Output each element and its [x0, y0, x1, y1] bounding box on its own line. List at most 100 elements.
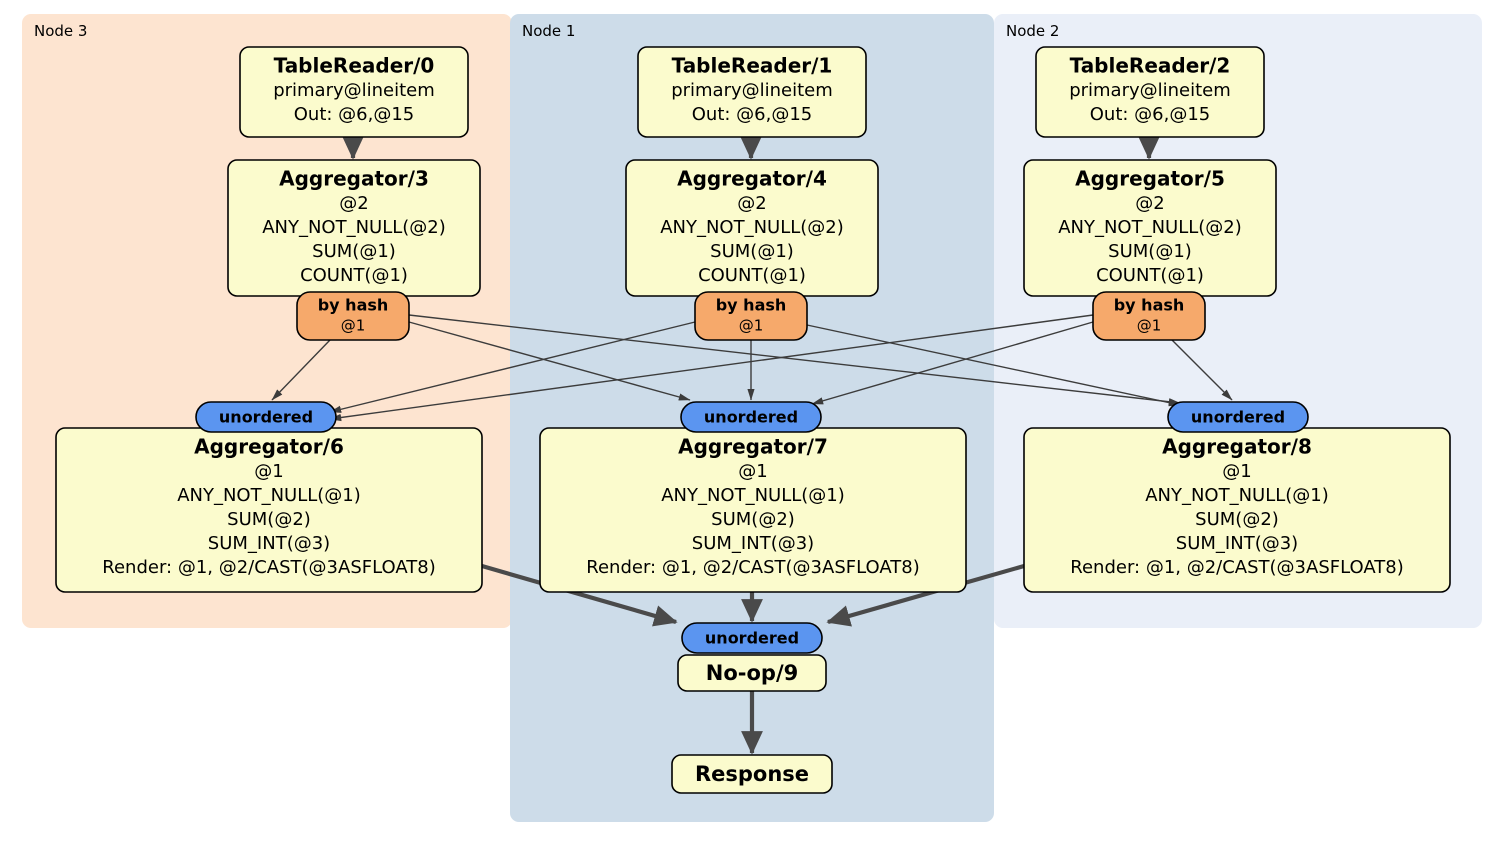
- synchronizer-unordered9[interactable]: unordered: [681, 622, 823, 654]
- hash-router-label: by hash: [318, 296, 389, 315]
- box-line-3: COUNT(@1): [1096, 265, 1204, 286]
- box-line-2: SUM(@1): [312, 241, 396, 262]
- box-line-1: Out: @6,@15: [294, 104, 415, 125]
- box-line-4: Render: @1, @2/CAST(@3ASFLOAT8): [586, 557, 919, 578]
- hash-router-sublabel: @1: [739, 317, 764, 335]
- unordered-synchronizers: unordered unordered unordered unordered: [195, 401, 1309, 654]
- box-title: No-op/9: [706, 661, 798, 685]
- hash-router-label: by hash: [716, 296, 787, 315]
- synchronizer-label: unordered: [1191, 408, 1285, 427]
- box-line-2: SUM(@1): [710, 241, 794, 262]
- hash-router-label: by hash: [1114, 296, 1185, 315]
- hash-router-frame: [694, 291, 808, 341]
- edge-aggregator8-to-unordered9: [826, 563, 1025, 627]
- box-line-1: ANY_NOT_NULL(@2): [660, 217, 844, 238]
- box-line-1: Out: @6,@15: [1090, 104, 1211, 125]
- synchronizer-label: unordered: [219, 408, 313, 427]
- box-title: Aggregator/5: [1075, 167, 1225, 191]
- box-line-3: SUM_INT(@3): [208, 533, 330, 554]
- box-line-1: ANY_NOT_NULL(@2): [262, 217, 446, 238]
- edge-byhash5-to-unordered7: [811, 321, 1094, 405]
- box-line-2: SUM(@1): [1108, 241, 1192, 262]
- hash-routers: by hash @1 by hash @1 by hash @1: [296, 291, 1206, 341]
- box-frame: [671, 754, 833, 794]
- edge-byhash4-to-unordered8: [806, 324, 1181, 407]
- hash-router-byhash4[interactable]: by hash @1: [694, 291, 808, 341]
- box-line-4: Render: @1, @2/CAST(@3ASFLOAT8): [1070, 557, 1403, 578]
- box-noop9[interactable]: No-op/9: [677, 654, 827, 692]
- box-line-3: SUM_INT(@3): [1176, 533, 1298, 554]
- box-line-2: SUM(@2): [1195, 509, 1279, 530]
- box-line-0: primary@lineitem: [273, 80, 435, 101]
- synchronizer-unordered7[interactable]: unordered: [680, 401, 822, 433]
- edge-byhash3-to-unordered7: [408, 321, 691, 401]
- box-title: Response: [695, 762, 809, 786]
- box-line-1: Out: @6,@15: [692, 104, 813, 125]
- edge-byhash3-to-unordered8: [408, 314, 1181, 406]
- box-line-0: primary@lineitem: [671, 80, 833, 101]
- box-frame: [637, 46, 867, 138]
- synchronizer-frame: [1167, 401, 1309, 433]
- box-title: Aggregator/3: [279, 167, 429, 191]
- box-title: TableReader/0: [274, 54, 435, 78]
- panel-label: Node 1: [522, 22, 575, 40]
- box-line-3: SUM_INT(@3): [692, 533, 814, 554]
- box-title: TableReader/2: [1070, 54, 1231, 78]
- synchronizer-label: unordered: [705, 629, 799, 648]
- box-frame: [239, 46, 469, 138]
- synchronizer-frame: [680, 401, 822, 433]
- edge-byhash5-to-unordered6: [329, 314, 1094, 422]
- hash-router-sublabel: @1: [1137, 317, 1162, 335]
- box-frame: [677, 654, 827, 692]
- synchronizer-frame: [195, 401, 337, 433]
- box-line-0: @1: [1222, 461, 1251, 482]
- edge-byhash3-to-unordered6: [271, 339, 331, 401]
- hash-router-frame: [1092, 291, 1206, 341]
- synchronizer-frame: [681, 622, 823, 654]
- box-line-0: primary@lineitem: [1069, 80, 1231, 101]
- box-title: TableReader/1: [672, 54, 833, 78]
- hash-router-byhash5[interactable]: by hash @1: [1092, 291, 1206, 341]
- box-aggregator8[interactable]: Aggregator/8@1ANY_NOT_NULL(@1)SUM(@2)SUM…: [1023, 427, 1451, 593]
- box-frame: [1035, 46, 1265, 138]
- box-line-1: ANY_NOT_NULL(@1): [177, 485, 361, 506]
- hash-router-sublabel: @1: [341, 317, 366, 335]
- box-line-2: SUM(@2): [227, 509, 311, 530]
- edges: [271, 136, 1233, 755]
- box-line-1: ANY_NOT_NULL(@2): [1058, 217, 1242, 238]
- hash-router-byhash3[interactable]: by hash @1: [296, 291, 410, 341]
- box-line-0: @1: [254, 461, 283, 482]
- box-line-3: COUNT(@1): [300, 265, 408, 286]
- edge-byhash4-to-unordered6: [329, 321, 696, 413]
- box-response[interactable]: Response: [671, 754, 833, 794]
- box-line-4: Render: @1, @2/CAST(@3ASFLOAT8): [102, 557, 435, 578]
- box-line-2: SUM(@2): [711, 509, 795, 530]
- edge-byhash5-to-unordered8: [1171, 339, 1233, 401]
- box-line-3: COUNT(@1): [698, 265, 806, 286]
- panel-label: Node 3: [34, 22, 87, 40]
- box-title: Aggregator/4: [677, 167, 827, 191]
- edge-aggregator6-to-unordered9: [481, 563, 678, 627]
- box-line-0: @2: [737, 193, 766, 214]
- box-line-1: ANY_NOT_NULL(@1): [661, 485, 845, 506]
- box-line-0: @2: [1135, 193, 1164, 214]
- synchronizer-label: unordered: [704, 408, 798, 427]
- box-title: Aggregator/8: [1162, 435, 1312, 459]
- synchronizer-unordered6[interactable]: unordered: [195, 401, 337, 433]
- synchronizer-unordered8[interactable]: unordered: [1167, 401, 1309, 433]
- box-title: Aggregator/7: [678, 435, 828, 459]
- box-line-0: @1: [738, 461, 767, 482]
- panel-label: Node 2: [1006, 22, 1059, 40]
- box-title: Aggregator/6: [194, 435, 344, 459]
- box-line-0: @2: [339, 193, 368, 214]
